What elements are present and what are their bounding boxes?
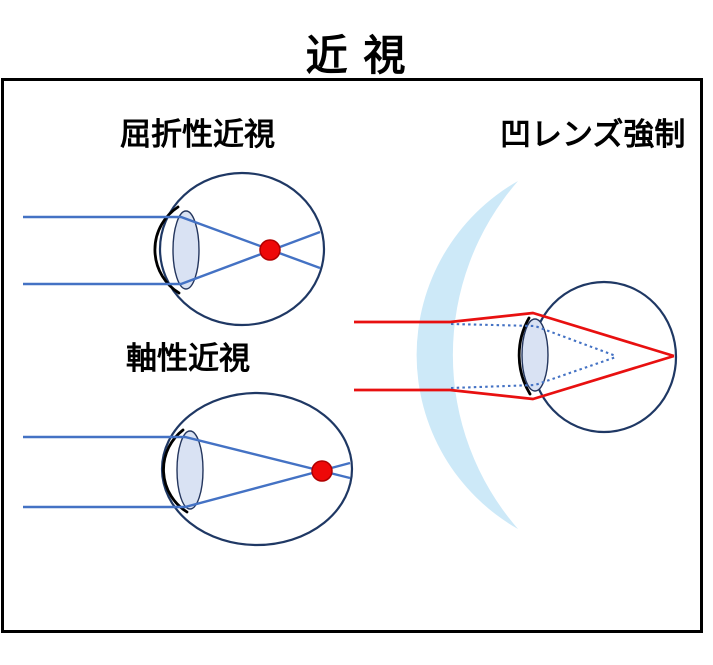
light-ray-top <box>23 435 351 480</box>
label-refractive-myopia: 屈折性近視 <box>120 117 275 152</box>
cornea-arc <box>162 428 189 514</box>
corrected-ray-top <box>354 311 675 358</box>
label-concave-lens-correction: 凹レンズ強制 <box>500 117 686 152</box>
diagram-axial-myopia <box>23 391 354 547</box>
concave-lens <box>416 181 518 529</box>
light-ray-bottom <box>23 461 351 509</box>
crystalline-lens <box>176 430 204 510</box>
eyeball-outline <box>530 280 678 434</box>
diagram-concave-lens-correction <box>354 181 678 529</box>
corrected-ray-bottom <box>354 354 675 401</box>
focal-point-dot <box>311 460 333 482</box>
crystalline-lens <box>521 318 549 392</box>
diagram-refractive-myopia <box>23 171 326 327</box>
eyeball-outline-elongated <box>160 391 354 547</box>
focal-point-dot <box>259 239 281 261</box>
diagram-frame <box>1 78 703 633</box>
crystalline-lens <box>172 210 200 290</box>
page-title: 近 視 <box>305 32 408 79</box>
eyeball-outline <box>158 171 326 327</box>
label-axial-myopia: 軸性近視 <box>126 341 250 376</box>
